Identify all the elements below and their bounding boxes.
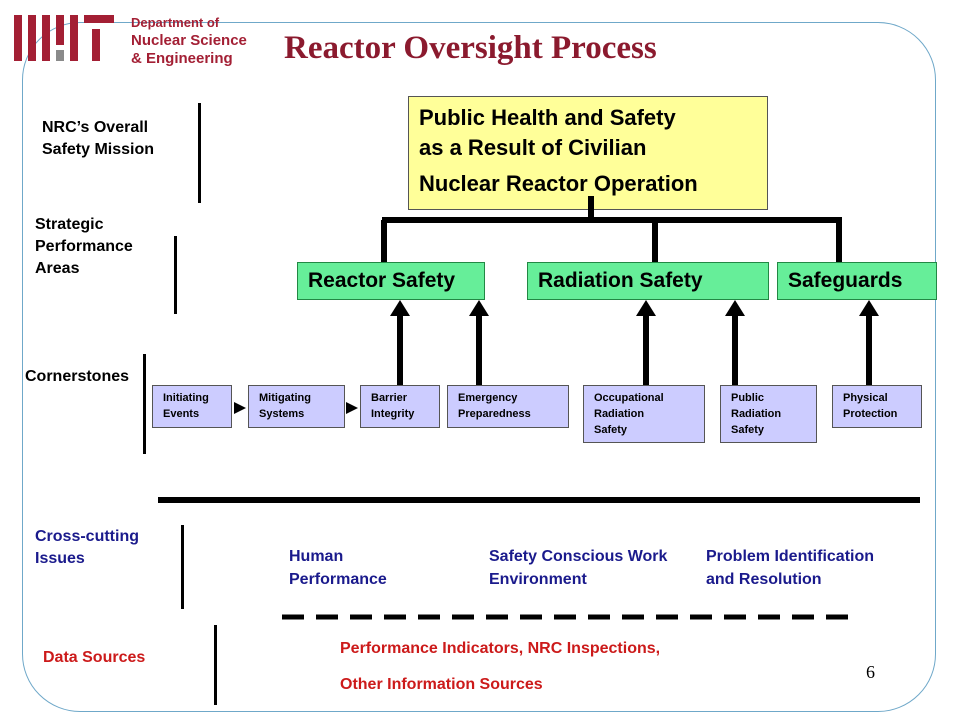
level-data-sources-label: Data Sources bbox=[43, 649, 146, 666]
page-number: 6 bbox=[866, 662, 875, 682]
department-logo-text: Department of Nuclear Science & Engineer… bbox=[131, 14, 247, 68]
area-radiation-safety: Radiation Safety bbox=[527, 262, 769, 300]
level-cornerstones-label: Cornerstones bbox=[25, 368, 130, 385]
cross-cutting-human-performance: Human Performance bbox=[289, 548, 387, 588]
level-divider bbox=[174, 236, 177, 314]
arrow-head bbox=[469, 300, 489, 316]
level-strategic-label: Strategic Performance Areas bbox=[35, 216, 133, 277]
data-sources-line-2: Other Information Sources bbox=[340, 676, 543, 693]
arrow-head bbox=[390, 300, 410, 316]
cornerstone-public-radiation-safety: Public Radiation Safety bbox=[720, 385, 817, 443]
mit-logo bbox=[14, 15, 114, 61]
arrow-head bbox=[636, 300, 656, 316]
arrow-right-small bbox=[234, 402, 246, 414]
cornerstone-initiating-events: Initiating Events bbox=[152, 385, 232, 428]
cross-cutting-problem-identification: Problem Identification and Resolution bbox=[706, 548, 875, 588]
mission-box: Public Health and Safety as a Result of … bbox=[408, 96, 768, 210]
logo-line-1: Department of bbox=[131, 15, 220, 30]
level-mission-label: NRC’s Overall Safety Mission bbox=[42, 119, 155, 158]
cornerstone-mitigating-systems: Mitigating Systems bbox=[248, 385, 345, 428]
mission-line-2: as a Result of Civilian bbox=[419, 135, 647, 160]
data-sources-line-1: Performance Indicators, NRC Inspections, bbox=[340, 640, 661, 657]
logo-line-3: & Engineering bbox=[131, 50, 233, 67]
level-divider bbox=[198, 103, 201, 203]
cornerstone-barrier-integrity: Barrier Integrity bbox=[360, 385, 440, 428]
area-reactor-safety: Reactor Safety bbox=[297, 262, 485, 300]
slide-frame bbox=[22, 22, 936, 712]
cornerstone-emergency-preparedness: Emergency Preparedness bbox=[447, 385, 569, 428]
cornerstone-physical-protection: Physical Protection bbox=[832, 385, 922, 428]
arrow-right-small bbox=[346, 402, 358, 414]
arrow-head bbox=[725, 300, 745, 316]
cross-cutting-safety-conscious: Safety Conscious Work Environment bbox=[489, 548, 668, 588]
level-cross-cutting-label: Cross-cutting Issues bbox=[35, 528, 139, 567]
arrow-head bbox=[859, 300, 879, 316]
mission-line-3: Nuclear Reactor Operation bbox=[419, 171, 698, 196]
level-divider bbox=[143, 354, 146, 454]
level-divider bbox=[181, 525, 184, 609]
cornerstone-occupational-radiation-safety: Occupational Radiation Safety bbox=[583, 385, 705, 443]
page-title: Reactor Oversight Process bbox=[284, 30, 657, 66]
area-safeguards: Safeguards bbox=[777, 262, 937, 300]
logo-line-2: Nuclear Science bbox=[131, 32, 247, 49]
mission-line-1: Public Health and Safety bbox=[419, 105, 676, 130]
level-divider bbox=[214, 625, 217, 705]
